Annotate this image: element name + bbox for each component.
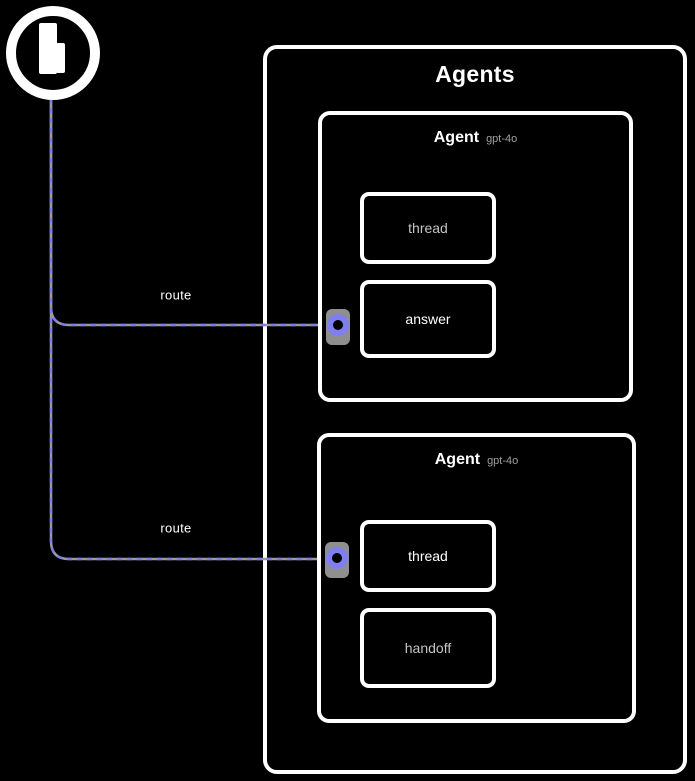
agent-card-1[interactable]: Agent gpt-4o thread answer xyxy=(318,111,633,402)
bolt-icon xyxy=(39,23,57,74)
agent-name: Agent xyxy=(433,129,480,146)
edge-1-label[interactable]: route xyxy=(160,287,192,303)
row-label: thread xyxy=(408,220,448,236)
agent-1-input-handle[interactable] xyxy=(327,314,349,336)
row-label: answer xyxy=(405,311,451,327)
agent-card-1-header: Agent gpt-4o xyxy=(322,129,629,147)
group-title: Agents xyxy=(435,61,515,87)
edge-2-label[interactable]: route xyxy=(160,520,192,536)
trigger-node[interactable] xyxy=(6,6,100,100)
agent-card-2-header: Agent gpt-4o xyxy=(321,451,632,469)
agents-group-node[interactable]: Agents xyxy=(263,45,687,774)
agent-2-row-thread[interactable]: thread xyxy=(360,520,496,592)
agent-2-row-handoff[interactable]: handoff xyxy=(360,608,496,688)
row-label: thread xyxy=(408,548,448,564)
agent-1-row-thread[interactable]: thread xyxy=(360,192,496,264)
edge-2[interactable] xyxy=(49,98,327,561)
agent-model-badge: gpt-4o xyxy=(487,455,519,467)
bolt-icon xyxy=(56,43,65,73)
agent-name: Agent xyxy=(434,451,481,468)
agent-1-row-answer[interactable]: answer xyxy=(360,280,496,358)
agent-2-input-handle[interactable] xyxy=(326,547,348,569)
agent-model-badge: gpt-4o xyxy=(486,133,518,145)
row-label: handoff xyxy=(404,640,452,656)
agent-card-2[interactable]: Agent gpt-4o thread handoff xyxy=(317,433,636,723)
